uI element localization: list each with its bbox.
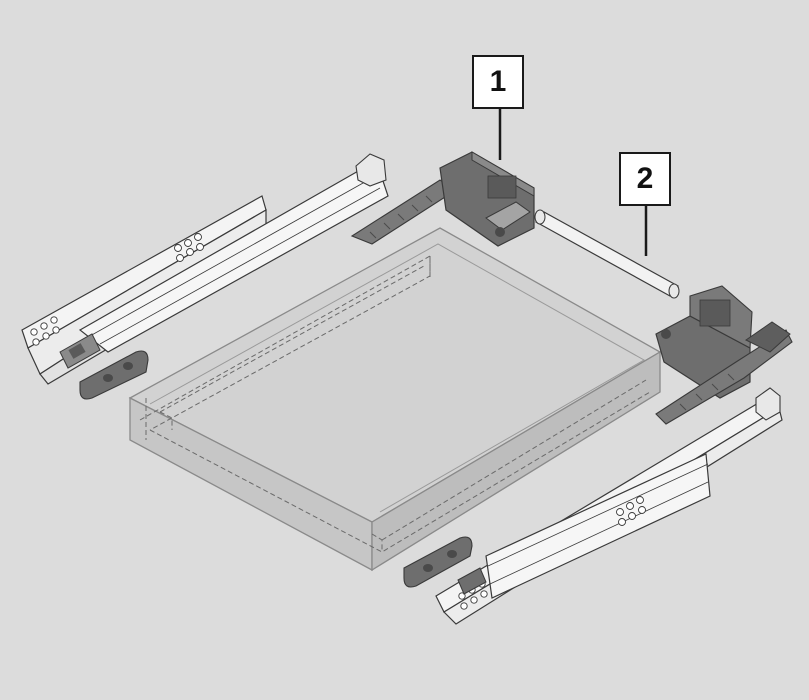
- sync-bracket-left: [350, 151, 535, 247]
- sync-rod: [534, 209, 680, 299]
- callout-label-2: 2: [619, 152, 671, 206]
- callout-label-1: 1: [472, 55, 524, 109]
- right-runner: [435, 387, 783, 625]
- left-runner: [21, 153, 389, 385]
- drawer-box: [128, 227, 662, 572]
- sync-bracket-right: [655, 285, 793, 425]
- left-locking-clip: [79, 350, 149, 400]
- right-locking-clip: [403, 536, 473, 588]
